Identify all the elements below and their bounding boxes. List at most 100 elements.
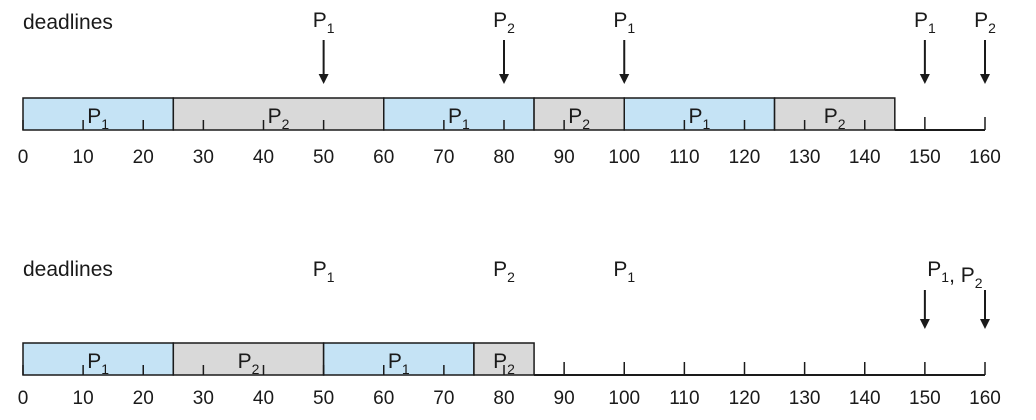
deadline-label: P1 [613,9,635,36]
block-label-subscript: 1 [462,116,470,132]
deadline-label-text: P [961,264,975,287]
block-label-text: P [87,105,101,128]
block-p1-50-75 [322,342,475,376]
deadline-arrow-head-icon [919,74,930,84]
deadline-label: P2 [493,9,515,36]
deadline-arrow-head-icon [980,319,990,329]
deadline-label-subscript: 1 [327,269,335,285]
deadline-label-subscript: 2 [507,269,515,285]
tick-label: 30 [193,147,214,168]
tick-label: 100 [608,388,640,409]
deadline-label-text: P [974,9,988,32]
deadline-label-subscript: 2 [988,20,996,36]
block-label-text: P [824,105,838,128]
deadline-label-text: P [613,258,627,281]
block-label-text: P [568,105,582,128]
block-p1-60-85 [383,97,535,131]
tick-label: 70 [433,147,454,168]
deadline-arrow-head-icon [980,74,990,84]
block-p2-25-50 [172,342,325,376]
block-label: P2 [238,350,260,377]
block-label: P1 [448,105,470,132]
block-label-text: P [448,105,462,128]
block-label: P2 [824,105,846,132]
block-label-text: P [388,350,402,373]
deadline-label-text: P [313,9,327,32]
deadline-label: P1 [914,9,936,36]
tick-label: 130 [789,147,821,168]
deadline-label-subscript: 1 [627,269,635,285]
tick-label: 150 [909,388,941,409]
deadline-arrow-head-icon [499,74,509,84]
block-label: P1 [87,350,109,377]
tick-label: 40 [253,147,274,168]
block-p2-25-60 [172,97,385,131]
tick-label: 50 [313,388,334,409]
tick-label: 110 [669,147,699,168]
block-label-text: P [493,350,507,373]
deadline-label-subscript: 1 [928,20,936,36]
block-label-subscript: 2 [282,116,290,132]
block-label-subscript: 1 [101,116,109,132]
tick-label: 20 [133,388,154,409]
block-p2-125-145 [773,97,896,131]
block-label-text: P [689,105,703,128]
tick-label: 80 [493,147,514,168]
deadline-arrow-head-icon [619,74,630,84]
deadlines-title: deadlines [23,258,113,281]
tick-label: 140 [849,388,881,409]
deadline-label-subscript: 1 [627,20,635,36]
tick-label: 30 [193,388,214,409]
tick-label: 60 [373,147,394,168]
block-label: P1 [388,350,410,377]
deadline-label-subscript: 2 [975,275,983,291]
deadline-label-subscript: 2 [507,20,515,36]
deadline-label-subscript: 1 [327,20,335,36]
deadline-arrow-head-icon [318,74,329,84]
block-label-subscript: 2 [838,116,846,132]
block-label-subscript: 1 [703,116,711,132]
tick-label: 60 [373,388,394,409]
deadline-label-subscript: 1 [941,269,949,285]
tick-label: 150 [909,147,941,168]
tick-label: 120 [729,388,761,409]
block-label: P1 [87,105,109,132]
deadline-arrow-head-icon [919,319,930,329]
deadline-label: P1 [313,9,335,36]
block-label: P2 [268,105,290,132]
block-label-text: P [87,350,101,373]
tick-label: 100 [608,147,640,168]
deadline-label-text: P [914,9,928,32]
block-label-subscript: 2 [582,116,590,132]
block-label-subscript: 1 [402,361,410,377]
tick-label: 0 [18,147,29,168]
deadlines-title: deadlines [23,11,113,34]
deadline-label-text: P [613,9,627,32]
deadline-label: P2 [974,9,996,36]
tick-label: 90 [554,388,575,409]
deadline-label-text: P [493,258,507,281]
tick-label: 0 [18,388,29,409]
deadline-label: P1, P2 [927,258,983,291]
block-p1-0-25 [22,342,175,376]
block-label-text: P [238,350,252,373]
tick-label: 130 [789,388,821,409]
tick-label: 50 [313,147,334,168]
deadline-label: P1 [613,258,635,285]
block-label-subscript: 2 [507,361,515,377]
tick-label: 10 [73,147,94,168]
block-label-subscript: 1 [101,361,109,377]
block-label-text: P [268,105,282,128]
tick-label: 110 [669,388,699,409]
deadline-label-text: P [313,258,327,281]
tick-label: 70 [433,388,454,409]
deadline-label-text: P [493,9,507,32]
block-label-subscript: 2 [252,361,260,377]
tick-label: 80 [493,388,514,409]
tick-label: 40 [253,388,274,409]
tick-label: 20 [133,147,154,168]
block-label: P1 [689,105,711,132]
deadline-label: P1 [313,258,335,285]
